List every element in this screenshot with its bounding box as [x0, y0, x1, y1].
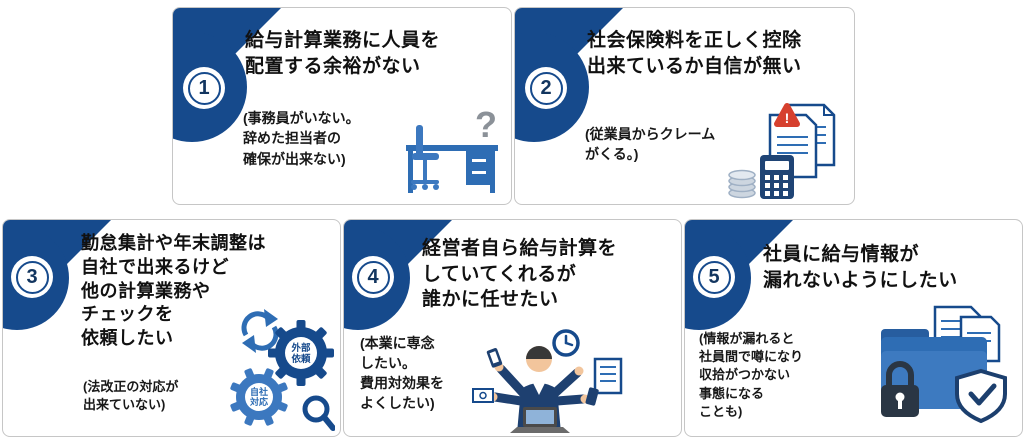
phone-icon [486, 348, 503, 368]
desk-chair-question-icon: ? [406, 104, 498, 193]
card-5: 5 社員に給与情報が 漏れないようにしたい (情報が漏れると 社員間で噂になり … [684, 219, 1023, 437]
number-text: 1 [187, 71, 221, 105]
card-title: 勤怠集計や年末調整は 自社で出来るけど 他の計算業務や チェックを 依頼したい [81, 233, 266, 348]
secure-folder-icon [881, 305, 1007, 424]
card-note: (従業員からクレーム がくる。) [585, 126, 716, 163]
sync-arrows-icon [241, 309, 279, 353]
desk-icon [406, 145, 498, 193]
gear-label-inhouse-line2: 対応 [249, 396, 268, 407]
number-badge: 1 [183, 67, 225, 109]
shield-icon [955, 368, 1007, 424]
number-text: 5 [697, 260, 731, 294]
question-mark: ? [475, 104, 497, 145]
documents-calculator-icon: ! [728, 103, 836, 199]
phone-2-icon [585, 387, 599, 406]
number-badge: 4 [352, 256, 394, 298]
card-4: 4 経営者自ら給与計算を していてくれるが 誰かに任せたい (本業に専念 したい… [343, 219, 682, 437]
card-note: (事務員がいない。 辞めた担当者の 確保が出来ない) [243, 110, 360, 167]
magnifier-icon [302, 395, 335, 431]
gear-outsource: 外部 依頼 [268, 320, 334, 386]
number-badge: 3 [11, 256, 53, 298]
number-text: 4 [356, 260, 390, 294]
gear-label-outsource-line1: 外部 [290, 342, 311, 354]
receipt-icon [472, 388, 494, 403]
card-title: 社員に給与情報が 漏れないようにしたい [763, 244, 958, 291]
card-title: 社会保険料を正しく控除 出来ているか自信が無い [587, 30, 802, 78]
number-badge: 2 [525, 67, 567, 109]
padlock-icon [881, 361, 919, 417]
card-2: 2 社会保険料を正しく控除 出来ているか自信が無い (従業員からクレーム がくる… [514, 7, 855, 205]
number-badge: 5 [693, 256, 735, 298]
held-document-icon [593, 357, 623, 395]
calculator-icon [760, 155, 794, 199]
busy-manager-icon [472, 329, 623, 433]
card-3: 3 勤怠集計や年末調整は 自社で出来るけど 他の計算業務や チェックを 依頼した… [2, 219, 341, 437]
gear-label-inhouse-line1: 自社 [250, 386, 268, 397]
card-1: 1 給与計算業務に人員を 配置する余裕がない (事務員がいない。 辞めた担当者の… [172, 7, 512, 205]
gear-inhouse: 自社 対応 [230, 368, 288, 426]
gears-icon: 外部 依頼 自社 対応 [230, 309, 335, 431]
card-title: 給与計算業務に人員を 配置する余裕がない [245, 30, 441, 78]
number-text: 2 [529, 71, 563, 105]
laptop-icon [510, 407, 570, 433]
card-title: 経営者自ら給与計算を していてくれるが 誰かに任せたい [422, 238, 618, 311]
card-note: (法改正の対応が 出来ていない) [83, 379, 179, 413]
warning-icon: ! [774, 103, 800, 127]
number-text: 3 [15, 260, 49, 294]
card-note: (本業に専念 したい。 費用対効果を よくしたい) [360, 335, 444, 411]
clock-icon [552, 329, 580, 357]
card-note: (情報が漏れると 社員間で噂になり 収拾がつかない 事態になる ことも) [699, 331, 804, 419]
coins-icon [728, 169, 756, 199]
chair-icon [411, 125, 439, 190]
exclamation-mark: ! [785, 110, 790, 126]
gear-label-outsource-line2: 依頼 [291, 353, 311, 365]
